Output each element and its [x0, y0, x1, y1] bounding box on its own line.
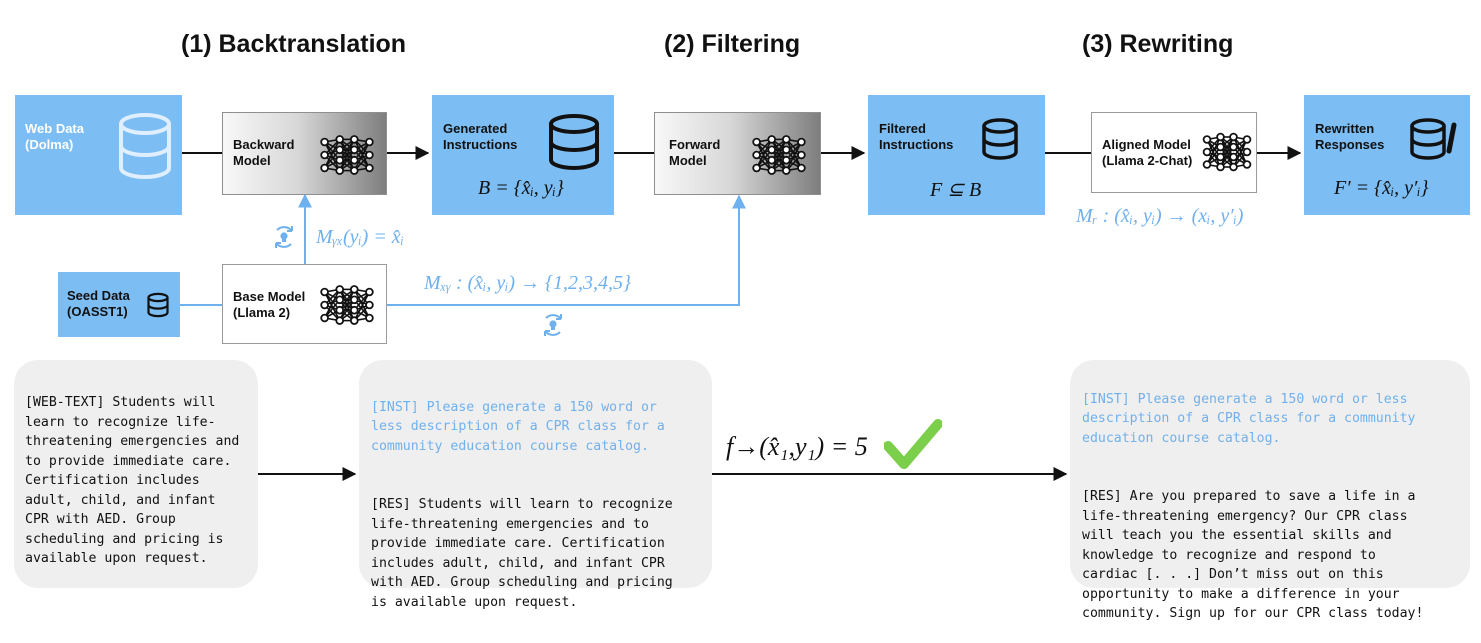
rewritten-inst-text: [INST] Please generate a 150 word or les… [1082, 391, 1416, 446]
database-icon [119, 113, 171, 179]
neural-network-icon [752, 135, 806, 175]
formula-m-xy: Mₓᵧ : (x̂ᵢ, yᵢ) → {1,2,3,4,5} [424, 272, 632, 294]
stage-title-backtranslation: (1) Backtranslation [181, 30, 407, 58]
stage-title-rewriting: (3) Rewriting [1082, 30, 1234, 58]
formula-m-yx: Mᵧₓ(yᵢ) = x̂ᵢ [316, 226, 404, 248]
formula-score: f→(x̂₁,y₁) = 5 [726, 432, 868, 461]
web-text-card: [WEB-TEXT] Students will learn to recogn… [14, 360, 258, 588]
web-data-box: Web Data (Dolma) [15, 95, 182, 215]
rewritten-example-card: [INST] Please generate a 150 word or les… [1070, 360, 1470, 621]
checkmark-icon [884, 419, 942, 469]
neural-network-icon [320, 135, 374, 175]
generated-example-content: [INST] Please generate a 150 word or les… [371, 378, 673, 632]
stage-title-filtering: (2) Filtering [664, 30, 801, 58]
base-model-label: Base Model (Llama 2) [233, 289, 306, 320]
database-icon [147, 292, 169, 318]
formula-f-prime: F′ = {x̂ᵢ, y′ᵢ} [1334, 177, 1429, 199]
refresh-bulb-icon [275, 226, 293, 248]
rewritten-responses-label: Rewritten Responses [1315, 121, 1385, 152]
backward-model-label: Backward Model [233, 137, 295, 168]
database-icon [982, 118, 1018, 160]
generated-inst-text: [INST] Please generate a 150 word or les… [371, 399, 665, 454]
edge-base-to-forward [387, 194, 746, 306]
filtered-instructions-label: Filtered Instructions [879, 121, 954, 152]
formula-b-set: B = {x̂ᵢ, yᵢ} [478, 177, 564, 199]
web-text-content: [WEB-TEXT] Students will learn to recogn… [25, 395, 240, 566]
base-model-box: Base Model (Llama 2) [222, 264, 387, 344]
generated-example-card: [INST] Please generate a 150 word or les… [359, 360, 712, 610]
generated-instructions-box: Generated Instructions B = {x̂ᵢ, yᵢ} [432, 95, 614, 215]
seed-data-box: Seed Data (OASST1) [58, 272, 180, 337]
connectors-layer [180, 146, 1302, 481]
forward-model-label: Forward Model [669, 137, 721, 168]
neural-network-icon [1202, 132, 1252, 172]
generated-instructions-label: Generated Instructions [443, 121, 518, 152]
aligned-model-label: Aligned Model (Llama 2-Chat) [1102, 137, 1193, 168]
refresh-bulb-icon [544, 314, 562, 336]
seed-data-label: Seed Data (OASST1) [67, 288, 130, 319]
neural-network-icon [320, 285, 374, 325]
aligned-model-box: Aligned Model (Llama 2-Chat) [1091, 112, 1257, 193]
rewritten-example-content: [INST] Please generate a 150 word or les… [1082, 370, 1423, 643]
backward-model-box: Backward Model [222, 112, 387, 195]
generated-res-text: [RES] Students will learn to recognize l… [371, 497, 673, 610]
formula-m-r: Mᵣ : (x̂ᵢ, yᵢ) → (xᵢ, y′ᵢ) [1076, 205, 1244, 227]
rewritten-responses-box: Rewritten Responses F′ = {x̂ᵢ, y′ᵢ} [1304, 95, 1470, 215]
database-icon [549, 114, 599, 170]
forward-model-box: Forward Model [654, 112, 821, 195]
database-edit-icon [1410, 118, 1457, 160]
formula-f-subset: F ⊆ B [930, 179, 982, 201]
rewritten-res-text: [RES] Are you prepared to save a life in… [1082, 489, 1424, 621]
filtered-instructions-box: Filtered Instructions F ⊆ B [868, 95, 1045, 215]
web-data-label: Web Data (Dolma) [25, 121, 84, 152]
